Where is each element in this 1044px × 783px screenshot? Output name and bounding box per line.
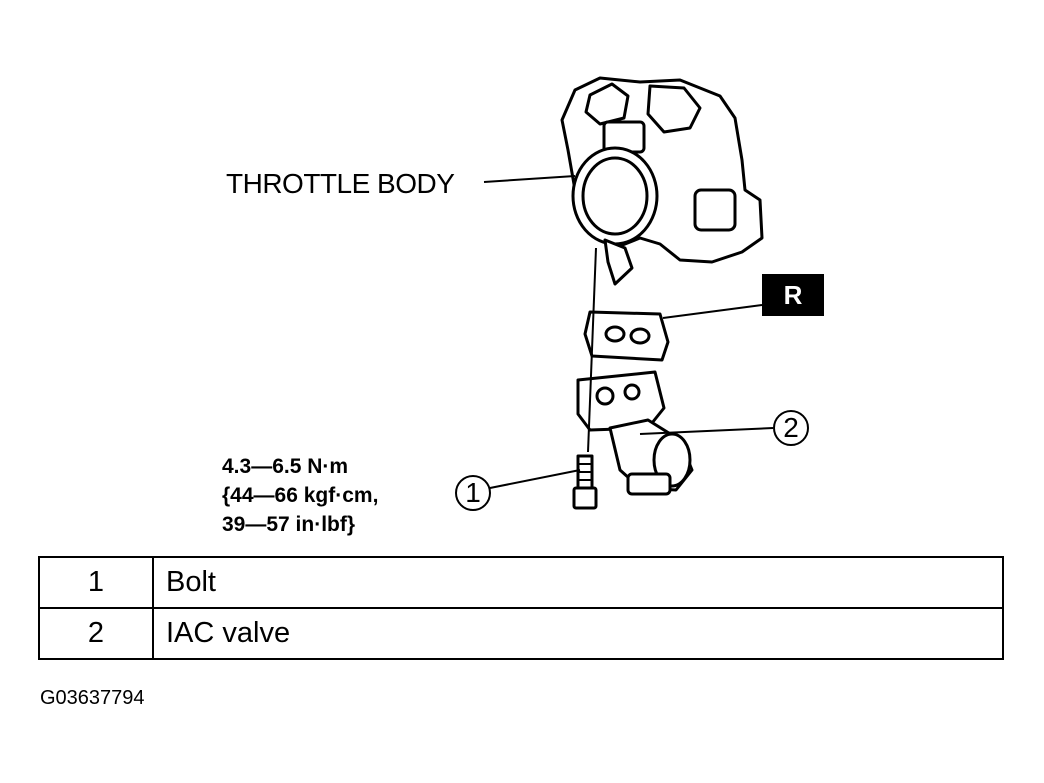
iac-plug xyxy=(626,472,672,496)
leader-throttle-body xyxy=(483,175,576,183)
callout-2: 2 xyxy=(773,410,809,446)
parts-legend-table: 1 Bolt 2 IAC valve xyxy=(38,556,1004,660)
bolt-head xyxy=(572,486,598,510)
figure-id: G03637794 xyxy=(40,687,145,709)
leader-bolt xyxy=(489,469,581,489)
bolt-axis-line xyxy=(587,247,597,453)
throttle-linkage xyxy=(584,82,630,126)
leader-gasket xyxy=(662,304,763,319)
gasket xyxy=(583,310,670,362)
part-number: 1 xyxy=(38,556,154,609)
part-name: IAC valve xyxy=(152,607,1004,660)
tps-sensor xyxy=(693,188,737,232)
throttle-bore-inner xyxy=(581,156,649,236)
gasket-hole-right xyxy=(629,327,651,345)
iac-port-left xyxy=(595,386,615,406)
throttle-cam xyxy=(646,84,702,134)
torque-line-nm: 4.3—6.5 N·m xyxy=(222,455,349,478)
table-row: 2 IAC valve xyxy=(38,607,1004,660)
gasket-hole-left xyxy=(604,325,626,343)
throttle-flange xyxy=(603,238,634,286)
iac-port-right xyxy=(623,383,641,401)
leader-iac-valve xyxy=(639,427,774,435)
replace-gasket-badge: R xyxy=(762,274,824,316)
throttle-body-label: THROTTLE BODY xyxy=(226,168,455,199)
part-name: Bolt xyxy=(152,556,1004,609)
torque-spec: 4.3—6.5 N·m {44—66 kgf·cm, 39—57 in·lbf} xyxy=(222,452,378,539)
table-row: 1 Bolt xyxy=(38,556,1004,609)
callout-1: 1 xyxy=(455,475,491,511)
torque-line-kgfcm: {44—66 kgf·cm, xyxy=(222,484,379,507)
torque-line-inlbf: 39—57 in·lbf} xyxy=(222,513,356,536)
part-number: 2 xyxy=(38,607,154,660)
